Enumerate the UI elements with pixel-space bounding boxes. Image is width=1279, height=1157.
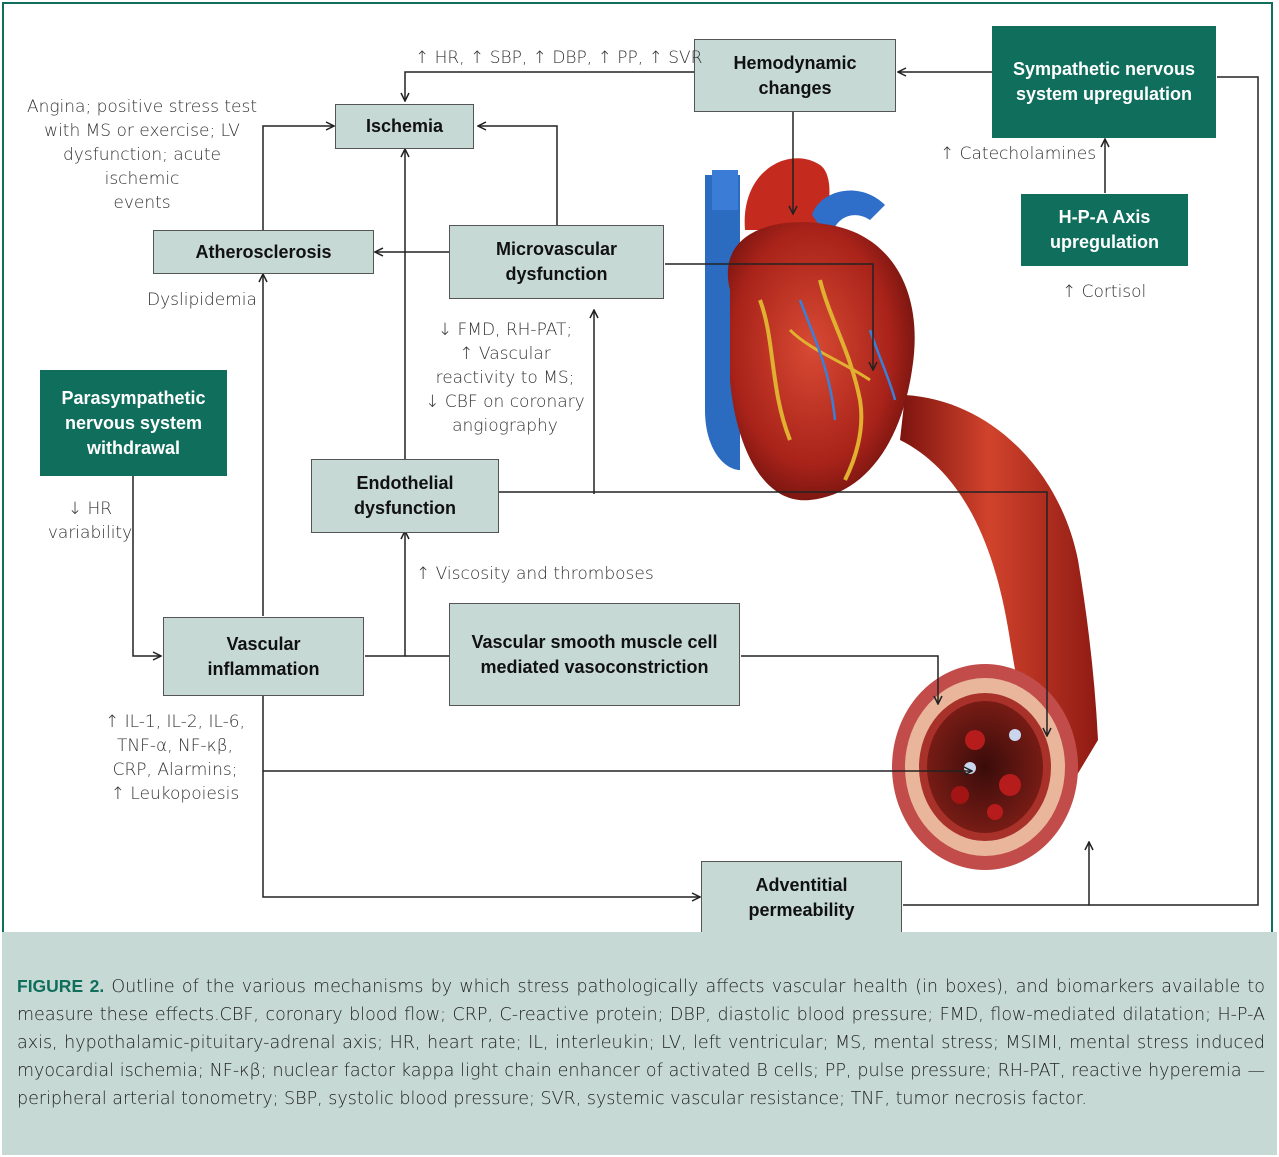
heart-illustration — [705, 158, 915, 500]
label-dyslipidemia: Dyslipidemia — [147, 288, 257, 312]
label-inflammation-markers: ↑ IL-1, IL-2, IL-6, TNF-α, NF-κβ, CRP, A… — [90, 710, 260, 806]
artery-illustration — [892, 395, 1098, 870]
box-microvascular-dysfunction: Microvascular dysfunction — [449, 225, 664, 299]
box-adventitial-permeability: Adventitial permeability — [701, 861, 902, 935]
box-parasympathetic-withdrawal: Parasympathetic nervous system withdrawa… — [40, 370, 227, 476]
caption-label: FIGURE 2. — [17, 976, 104, 996]
box-hpa-axis-upregulation: H-P-A Axis upregulation — [1021, 194, 1188, 266]
caption-text: FIGURE 2. Outline of the various mechani… — [17, 972, 1265, 1113]
diagram: Ischemia Hemodynamic changes Sympathetic… — [0, 0, 1279, 930]
box-vascular-inflammation: Vascular inflammation — [163, 617, 364, 696]
box-endothelial-dysfunction: Endothelial dysfunction — [311, 459, 499, 533]
box-hemodynamic-changes: Hemodynamic changes — [694, 39, 896, 112]
box-atherosclerosis: Atherosclerosis — [153, 230, 374, 274]
label-microvascular-markers: ↓ FMD, RH-PAT; ↑ Vascular reactivity to … — [410, 318, 600, 438]
label-ischemia-markers: Angina; positive stress test with MS or … — [26, 95, 258, 215]
label-hemodynamic-markers: ↑ HR, ↑ SBP, ↑ DBP, ↑ PP, ↑ SVR — [415, 46, 702, 70]
box-ischemia: Ischemia — [335, 104, 474, 149]
label-cortisol: ↑ Cortisol — [1062, 280, 1146, 304]
label-viscosity: ↑ Viscosity and thromboses — [416, 562, 654, 586]
figure-caption: FIGURE 2. Outline of the various mechani… — [2, 932, 1277, 1155]
caption-body: Outline of the various mechanisms by whi… — [17, 977, 1265, 1109]
box-sympathetic-upregulation: Sympathetic nervous system upregulation — [992, 26, 1216, 138]
box-vsmc-vasoconstriction: Vascular smooth muscle cell mediated vas… — [449, 603, 740, 706]
label-hr-variability: ↓ HR variability — [40, 497, 140, 545]
label-catecholamines: ↑ Catecholamines — [940, 142, 1096, 166]
